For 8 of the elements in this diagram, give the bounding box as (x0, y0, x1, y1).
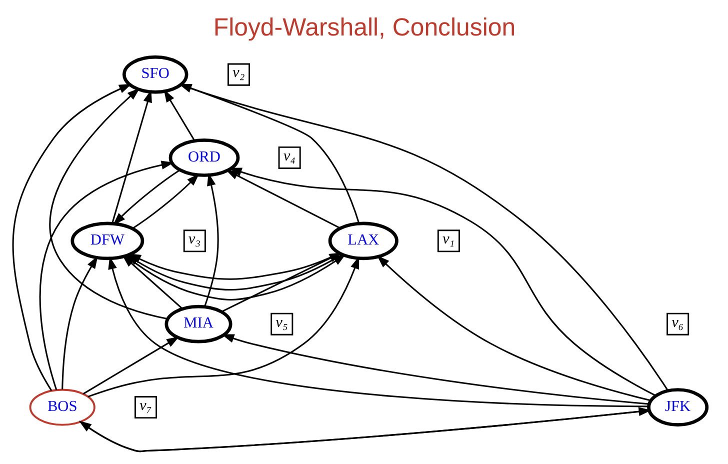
node-label: v₂ (232, 64, 244, 82)
node-label: v₄ (282, 147, 295, 164)
node-label: v₅ (275, 314, 288, 331)
node-label: v₆ (671, 314, 684, 331)
node-label: v₁ (442, 230, 454, 248)
diagram-title: Floyd-Warshall, Conclusion (212, 14, 516, 42)
node-label: v₇ (139, 396, 152, 414)
node-label: v₃ (188, 230, 200, 248)
